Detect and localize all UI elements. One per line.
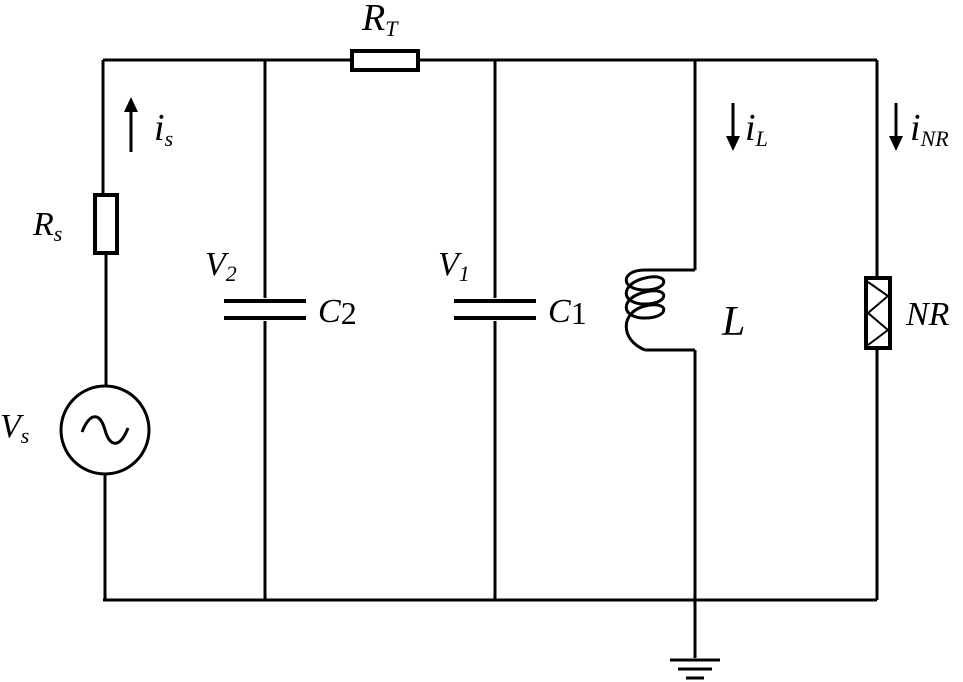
resistor-rs [93, 193, 119, 255]
arrow-up-icon [124, 97, 138, 152]
label-c2: C2 [318, 293, 357, 331]
ac-sine-icon [80, 415, 130, 445]
nonlinear-resistor-branch [864, 60, 903, 600]
resistor-rt [350, 49, 420, 72]
arrow-down-icon [889, 103, 903, 151]
ground-icon [670, 600, 720, 680]
label-rs: Rs [32, 206, 62, 246]
label-v1: V1 [438, 246, 470, 286]
label-v2: V2 [205, 246, 237, 286]
capacitor-c1-branch [454, 60, 536, 600]
inductor-l-branch [624, 60, 740, 600]
label-inr: iNR [910, 107, 949, 151]
inductor-coil [624, 268, 666, 352]
label-nr: NR [905, 296, 950, 333]
arrow-down-icon [726, 103, 740, 151]
source-branch [59, 60, 151, 600]
label-is: is [154, 107, 173, 151]
label-c1: C1 [548, 293, 587, 331]
label-il: iL [745, 107, 768, 151]
label-rt: RT [361, 0, 399, 41]
capacitor-c2-branch [224, 60, 306, 600]
label-vs: Vs [0, 408, 29, 448]
label-l: L [721, 299, 745, 345]
